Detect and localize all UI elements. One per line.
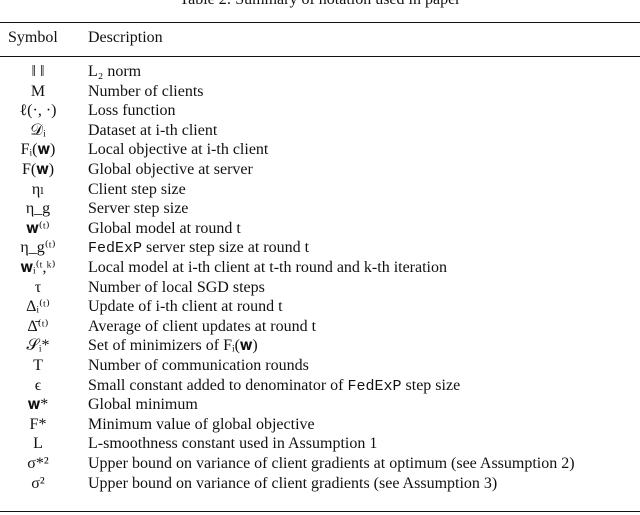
table-row: ηₗ Client step size — [0, 180, 640, 200]
top-rule — [0, 22, 640, 24]
description-text-tail: step size — [401, 376, 461, 394]
table-row: 𝐰ᵢ⁽ᵗ,ᵏ⁾ Local model at i-th client at t-t… — [0, 258, 640, 278]
description-cell: Upper bound on variance of client gradie… — [88, 474, 498, 492]
symbol-cell: ‖ ‖ — [31, 63, 45, 80]
description-cell: Global minimum — [88, 396, 198, 414]
description-cell: Local model at i-th client at t-th round… — [88, 259, 447, 276]
symbol-cell: 𝒟ᵢ — [30, 121, 46, 139]
symbol-cell: Fᵢ(𝐰) — [20, 141, 56, 159]
table-row: η_g⁽ᵗ⁾ FedExP server step size at round t — [0, 238, 640, 258]
description-cell: Small constant added to denominator of F… — [88, 376, 460, 396]
symbol-cell: F* — [29, 415, 47, 433]
method-name: FedExP — [347, 377, 402, 395]
symbol-cell: σ² — [31, 474, 45, 492]
table-row: T Number of communication rounds — [0, 356, 640, 376]
symbol-cell: η_g — [25, 200, 51, 218]
table-row: Δ̄⁽ᵗ⁾ Average of client updates at round … — [0, 317, 640, 337]
symbol-column-header: Symbol — [8, 29, 58, 46]
symbol-cell: τ — [34, 278, 42, 296]
table-row: 𝒮ᵢ* Set of minimizers of Fᵢ(𝐰) — [0, 336, 640, 356]
description-cell: Local objective at i-th client — [88, 141, 269, 159]
description-cell: Client step size — [88, 180, 186, 198]
description-text: server step size at round t — [142, 239, 310, 257]
description-cell: L-smoothness constant used in Assumption… — [88, 435, 378, 453]
table-row: 𝐰⁽ᵗ⁾ Global model at round t — [0, 219, 640, 239]
symbol-cell: L — [33, 435, 43, 453]
symbol-cell: η_g⁽ᵗ⁾ — [20, 239, 56, 257]
description-text: Small constant added to denominator of — [88, 376, 348, 394]
symbol-cell: Δ̄⁽ᵗ⁾ — [27, 317, 49, 335]
table-row: σ² Upper bound on variance of client grad… — [0, 474, 640, 494]
method-name: FedExP — [88, 240, 143, 258]
table-row: F* Minimum value of global objective — [0, 415, 640, 435]
table-row: ϵ Small constant added to denominator of … — [0, 376, 640, 396]
bottom-rule — [0, 511, 640, 513]
description-cell: Global model at round t — [88, 219, 241, 237]
table-caption: Table 2: Summary of notation used in pap… — [0, 0, 640, 9]
symbol-cell: 𝐰⁽ᵗ⁾ — [26, 219, 50, 237]
symbol-cell: 𝐰ᵢ⁽ᵗ,ᵏ⁾ — [20, 259, 56, 276]
symbol-cell: Δᵢ⁽ᵗ⁾ — [26, 298, 50, 316]
description-cell: Dataset at i-th client — [88, 121, 218, 139]
description-cell: Server step size — [88, 200, 189, 218]
table-row: Fᵢ(𝐰) Local objective at i-th client — [0, 140, 640, 160]
description-cell: Number of communication rounds — [88, 357, 309, 374]
description-cell: L₂ norm — [88, 63, 142, 80]
header-rule — [0, 56, 640, 57]
table-row: η_g Server step size — [0, 199, 640, 219]
symbol-cell: σ*² — [27, 455, 49, 472]
table-row: 𝒟ᵢ Dataset at i-th client — [0, 121, 640, 141]
table-row: L L-smoothness constant used in Assumptio… — [0, 434, 640, 454]
description-cell: FedExP server step size at round t — [88, 238, 309, 258]
symbol-cell: 𝒮ᵢ* — [26, 337, 50, 355]
description-cell: Update of i-th client at round t — [88, 298, 283, 316]
table-row: ℓ(·, ·) Loss function — [0, 101, 640, 121]
symbol-cell: M — [30, 82, 46, 100]
table-row: M Number of clients — [0, 82, 640, 102]
description-cell: Number of local SGD steps — [88, 278, 265, 296]
symbol-cell: 𝐰* — [27, 396, 49, 414]
description-cell: Upper bound on variance of client gradie… — [88, 455, 575, 472]
symbol-cell: ℓ(·, ·) — [19, 102, 57, 120]
table-row: ‖ ‖ L₂ norm — [0, 62, 640, 82]
symbol-cell: F(𝐰) — [21, 161, 55, 178]
table-row: 𝐰* Global minimum — [0, 395, 640, 415]
table-row: Δᵢ⁽ᵗ⁾ Update of i-th client at round t — [0, 297, 640, 317]
description-cell: Loss function — [88, 102, 176, 120]
table-row: F(𝐰) Global objective at server — [0, 160, 640, 180]
table-row: σ*² Upper bound on variance of client gra… — [0, 454, 640, 474]
symbol-cell: ϵ — [34, 376, 42, 394]
description-cell: Minimum value of global objective — [88, 415, 315, 433]
description-cell: Set of minimizers of Fᵢ(𝐰) — [88, 337, 258, 355]
symbol-cell: ηₗ — [31, 180, 45, 198]
table-row: τ Number of local SGD steps — [0, 278, 640, 298]
description-cell: Global objective at server — [88, 161, 253, 178]
symbol-cell: T — [33, 357, 43, 374]
description-cell: Number of clients — [88, 82, 204, 100]
description-column-header: Description — [88, 29, 163, 46]
description-cell: Average of client updates at round t — [88, 317, 317, 335]
